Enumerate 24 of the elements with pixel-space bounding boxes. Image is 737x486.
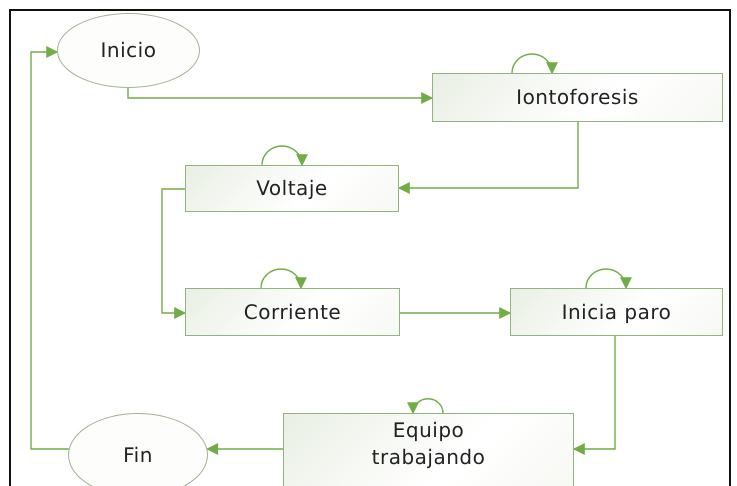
self-loop-arrow <box>585 268 632 290</box>
node-label: Corriente <box>244 298 342 326</box>
arrow <box>398 122 579 194</box>
node-label: Inicia paro <box>562 298 672 326</box>
process-box <box>185 288 400 336</box>
arrow <box>30 46 69 450</box>
node-label: Fin <box>123 442 153 468</box>
arrow <box>127 88 434 104</box>
self-loop-arrow <box>260 268 306 290</box>
node-label: Iontoforesis <box>516 84 639 111</box>
process-box <box>432 73 723 122</box>
process-box <box>185 165 399 212</box>
self-loop-arrow <box>511 53 558 74</box>
arrow <box>206 443 283 455</box>
arrow <box>400 307 512 319</box>
self-loop-arrow <box>261 145 308 166</box>
arrow <box>572 336 616 455</box>
node-label: Voltaje <box>256 175 328 202</box>
node-label: Equipo trabajando <box>370 417 486 471</box>
self-loop-arrow <box>408 398 444 414</box>
process-box <box>510 288 723 336</box>
node-label: Inicio <box>100 37 156 64</box>
arrow <box>161 188 186 319</box>
process-box <box>283 413 574 486</box>
